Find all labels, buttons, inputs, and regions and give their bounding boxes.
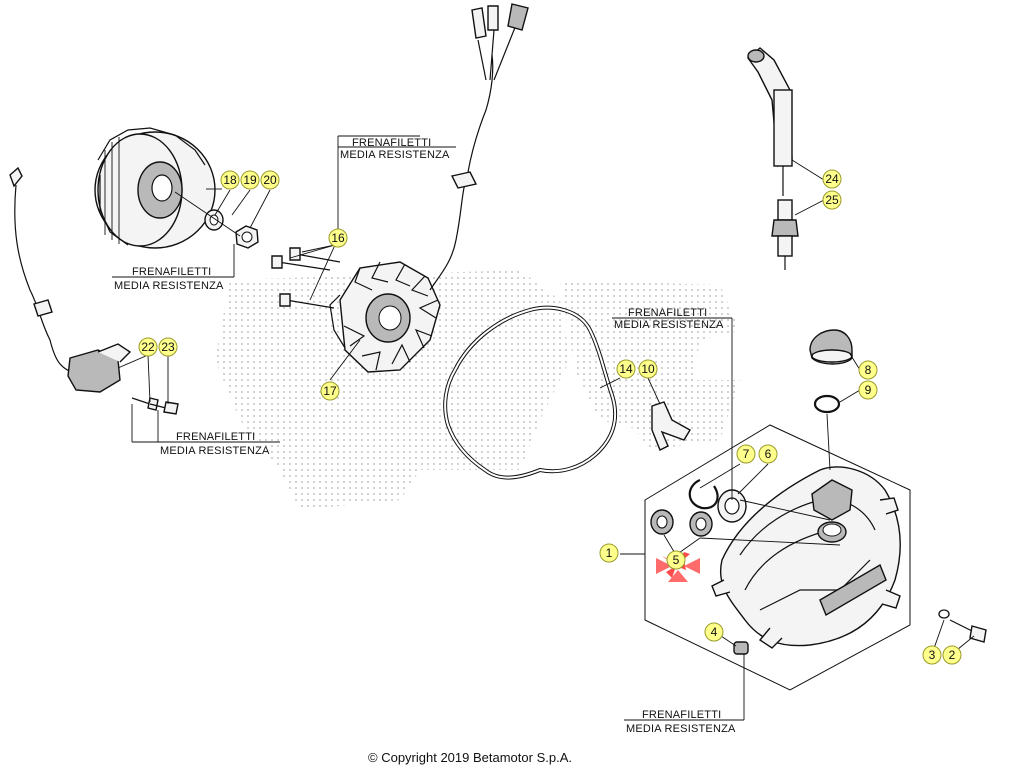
callout-22[interactable]: 22 (138, 337, 158, 357)
stator-cable (429, 3, 529, 291)
note-cover-top-line1: FRENAFILETTI (628, 307, 707, 319)
oil-filler-oring (813, 394, 841, 414)
pickup-sensor (9, 166, 132, 393)
cover-screw (938, 609, 987, 643)
stator-screws (271, 247, 341, 309)
svg-text:6: 6 (765, 447, 772, 461)
svg-text:4: 4 (711, 625, 718, 639)
callout-17[interactable]: 17 (320, 381, 340, 401)
note-stator-line2: MEDIA RESISTENZA (340, 149, 450, 161)
note-stator: FRENAFILETTI MEDIA RESISTENZA (337, 135, 456, 245)
watermark-logo (215, 270, 740, 510)
callout-5[interactable]: 5 (666, 550, 686, 570)
callout-7[interactable]: 7 (736, 444, 756, 464)
svg-text:10: 10 (641, 362, 655, 376)
svg-text:17: 17 (323, 384, 337, 398)
svg-text:22: 22 (141, 340, 155, 354)
spark-plug (771, 199, 799, 270)
svg-text:9: 9 (865, 383, 872, 397)
note-stator-line1: FRENAFILETTI (352, 137, 431, 149)
svg-text:24: 24 (825, 172, 839, 186)
ignition-cover (711, 466, 901, 649)
stator (329, 261, 441, 373)
callout-2[interactable]: 2 (942, 645, 962, 665)
svg-text:2: 2 (949, 648, 956, 662)
note-flywheel-line1: FRENAFILETTI (132, 266, 211, 278)
callout-20[interactable]: 20 (260, 170, 280, 190)
callout-9[interactable]: 9 (858, 380, 878, 400)
svg-text:16: 16 (331, 231, 345, 245)
note-cover-top-line2: MEDIA RESISTENZA (614, 319, 724, 331)
callout-4[interactable]: 4 (704, 622, 724, 642)
svg-text:14: 14 (619, 362, 633, 376)
callout-16[interactable]: 16 (328, 228, 348, 248)
callout-14[interactable]: 14 (616, 359, 636, 379)
callout-6[interactable]: 6 (758, 444, 778, 464)
callout-10[interactable]: 10 (638, 359, 658, 379)
cover-gasket (443, 305, 618, 480)
pickup-screws (131, 397, 179, 415)
note-flywheel-line2: MEDIA RESISTENZA (114, 280, 224, 292)
cover-group-outline (644, 424, 911, 691)
callout-1[interactable]: 1 (599, 543, 619, 563)
callout-3[interactable]: 3 (922, 645, 942, 665)
svg-text:18: 18 (223, 173, 237, 187)
svg-text:7: 7 (743, 447, 750, 461)
svg-text:19: 19 (243, 173, 257, 187)
svg-text:20: 20 (263, 173, 277, 187)
callout-24[interactable]: 24 (822, 169, 842, 189)
svg-text:8: 8 (865, 363, 872, 377)
svg-text:25: 25 (825, 193, 839, 207)
svg-text:1: 1 (606, 546, 613, 560)
callout-23[interactable]: 23 (158, 337, 178, 357)
note-cover-top: FRENAFILETTI MEDIA RESISTENZA (612, 307, 733, 500)
callouts: 1 2 3 4 5 6 7 8 (138, 169, 962, 665)
note-cover-bottom: FRENAFILETTI MEDIA RESISTENZA (624, 654, 745, 735)
oil-filler-plug (809, 329, 853, 365)
spark-plug-cap (747, 47, 793, 196)
note-pickup-line2: MEDIA RESISTENZA (160, 445, 270, 457)
note-flywheel: FRENAFILETTI MEDIA RESISTENZA (112, 244, 235, 292)
bearing-right (689, 511, 713, 537)
callout-8[interactable]: 8 (858, 360, 878, 380)
oil-baffle (651, 401, 691, 451)
bearing-left (650, 509, 674, 535)
oil-seal (717, 489, 747, 523)
svg-text:3: 3 (929, 648, 936, 662)
dowel-pin (733, 641, 749, 655)
svg-text:23: 23 (161, 340, 175, 354)
copyright-text: © Copyright 2019 Betamotor S.p.A. (368, 750, 572, 765)
svg-text:5: 5 (673, 553, 680, 567)
flywheel-nut (235, 225, 259, 249)
note-pickup: FRENAFILETTI MEDIA RESISTENZA (131, 404, 280, 457)
flywheel (94, 127, 216, 249)
note-cover-bottom-line1: FRENAFILETTI (642, 709, 721, 721)
callout-18[interactable]: 18 (220, 170, 240, 190)
note-pickup-line1: FRENAFILETTI (176, 431, 255, 443)
callout-25[interactable]: 25 (822, 190, 842, 210)
flywheel-washer (204, 209, 224, 231)
note-cover-bottom-line2: MEDIA RESISTENZA (626, 723, 736, 735)
callout-19[interactable]: 19 (240, 170, 260, 190)
circlip (688, 478, 719, 510)
